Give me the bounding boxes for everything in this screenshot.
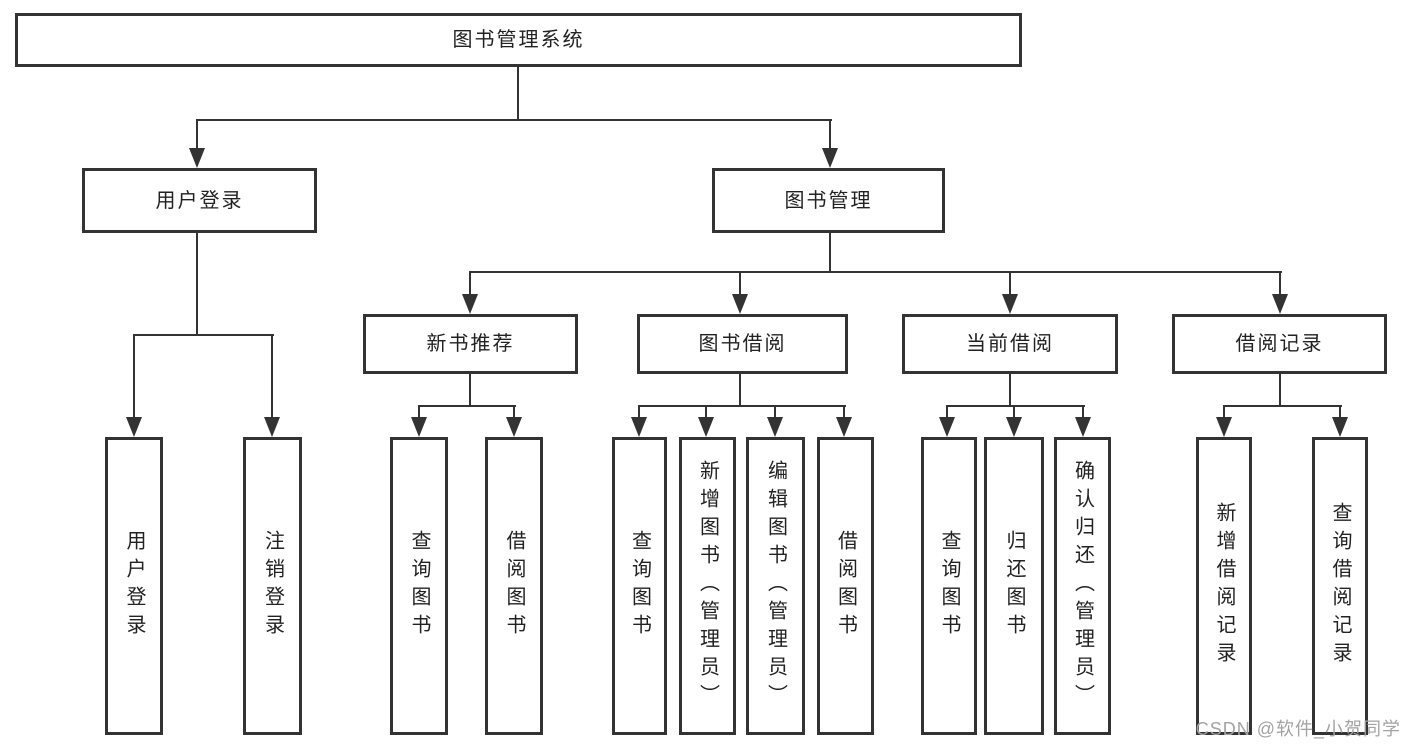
connector-line bbox=[946, 405, 948, 420]
connector-line bbox=[469, 271, 1282, 273]
node-user-login: 用户登录 bbox=[82, 168, 317, 233]
connector-line bbox=[271, 334, 273, 420]
connector-line bbox=[513, 405, 515, 420]
arrow-down-icon bbox=[462, 294, 478, 314]
connector-line bbox=[843, 405, 845, 420]
connector-line bbox=[1339, 405, 1341, 420]
arrow-down-icon bbox=[1272, 294, 1288, 314]
connector-line bbox=[1082, 405, 1084, 420]
arrow-down-icon bbox=[1002, 294, 1018, 314]
connector-line bbox=[133, 334, 135, 420]
connector-line bbox=[638, 405, 846, 407]
connector-line bbox=[705, 405, 707, 420]
leaf-records-add-record: 新增借阅记录 bbox=[1196, 437, 1252, 735]
leaf-current-confirm-return: 确认归还（管理员） bbox=[1054, 437, 1111, 735]
leaf-current-return-book: 归还图书 bbox=[984, 437, 1044, 735]
leaf-records-query-record: 查询借阅记录 bbox=[1312, 437, 1368, 735]
connector-line bbox=[829, 233, 831, 273]
connector-line bbox=[517, 67, 519, 121]
leaf-borrow-add-book: 新增图书（管理员） bbox=[679, 437, 736, 735]
connector-line bbox=[418, 405, 516, 407]
leaf-logout: 注销登录 bbox=[243, 437, 302, 735]
arrow-down-icon bbox=[631, 417, 647, 437]
leaf-recommend-query-book: 查询图书 bbox=[390, 437, 448, 735]
node-system-root: 图书管理系统 bbox=[15, 13, 1022, 67]
connector-line bbox=[739, 271, 741, 297]
connector-line bbox=[946, 405, 1085, 407]
arrow-down-icon bbox=[698, 417, 714, 437]
arrow-down-icon bbox=[1332, 417, 1348, 437]
arrow-down-icon bbox=[126, 417, 142, 437]
arrow-down-icon bbox=[822, 148, 838, 168]
connector-line bbox=[1223, 405, 1225, 420]
connector-line bbox=[1009, 374, 1011, 407]
connector-line bbox=[1279, 374, 1281, 407]
arrow-down-icon bbox=[767, 417, 783, 437]
connector-line bbox=[829, 119, 831, 151]
arrow-down-icon bbox=[1075, 417, 1091, 437]
connector-line bbox=[196, 119, 832, 121]
arrow-down-icon bbox=[939, 417, 955, 437]
arrow-down-icon bbox=[189, 148, 205, 168]
node-book-borrow: 图书借阅 bbox=[637, 314, 848, 374]
connector-line bbox=[196, 119, 198, 151]
node-current-borrow: 当前借阅 bbox=[902, 314, 1118, 374]
connector-line bbox=[133, 334, 274, 336]
connector-line bbox=[469, 374, 471, 407]
arrow-down-icon bbox=[264, 417, 280, 437]
watermark: CSDN @软件_小贺同学 bbox=[1195, 719, 1401, 739]
connector-line bbox=[196, 233, 198, 336]
connector-line bbox=[774, 405, 776, 420]
connector-line bbox=[1223, 405, 1342, 407]
connector-line bbox=[739, 374, 741, 407]
arrow-down-icon bbox=[506, 417, 522, 437]
leaf-recommend-borrow-book: 借阅图书 bbox=[485, 437, 543, 735]
leaf-borrow-edit-book: 编辑图书（管理员） bbox=[746, 437, 805, 735]
arrow-down-icon bbox=[836, 417, 852, 437]
leaf-borrow-query-book: 查询图书 bbox=[612, 437, 667, 735]
connector-line bbox=[418, 405, 420, 420]
node-book-management: 图书管理 bbox=[712, 168, 945, 233]
leaf-current-query-book: 查询图书 bbox=[921, 437, 977, 735]
connector-line bbox=[1013, 405, 1015, 420]
arrow-down-icon bbox=[411, 417, 427, 437]
arrow-down-icon bbox=[732, 294, 748, 314]
arrow-down-icon bbox=[1006, 417, 1022, 437]
leaf-borrow-borrow-book: 借阅图书 bbox=[817, 437, 874, 735]
arrow-down-icon bbox=[1216, 417, 1232, 437]
connector-line bbox=[1279, 271, 1281, 297]
node-borrow-records: 借阅记录 bbox=[1172, 314, 1387, 374]
node-new-book-recommend: 新书推荐 bbox=[363, 314, 578, 374]
connector-line bbox=[469, 271, 471, 297]
connector-line bbox=[1009, 271, 1011, 297]
connector-line bbox=[638, 405, 640, 420]
leaf-user-login: 用户登录 bbox=[105, 437, 163, 735]
